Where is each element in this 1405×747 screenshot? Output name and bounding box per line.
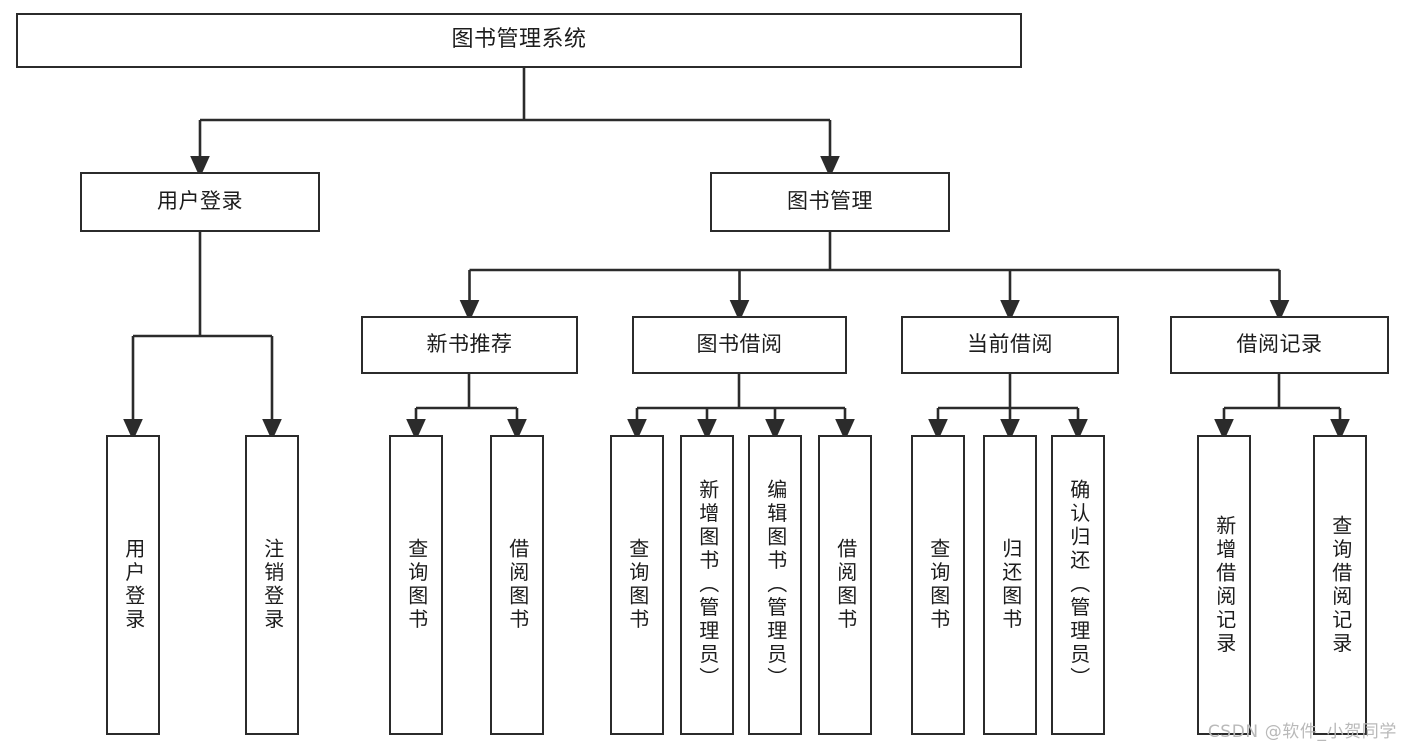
node-label: 注销登录 bbox=[260, 538, 285, 632]
node-leaf-query-book-3[interactable]: 查询图书 bbox=[911, 435, 965, 735]
node-leaf-return-book[interactable]: 归还图书 bbox=[983, 435, 1037, 735]
edges-group bbox=[123, 68, 1350, 441]
node-leaf-edit-book[interactable]: 编辑图书（管理员） bbox=[748, 435, 802, 735]
node-label: 查询借阅记录 bbox=[1328, 514, 1353, 656]
node-label: 用户登录 bbox=[157, 189, 243, 214]
node-leaf-query-record[interactable]: 查询借阅记录 bbox=[1313, 435, 1367, 735]
node-user-login[interactable]: 用户登录 bbox=[80, 172, 320, 232]
node-label: 新增图书（管理员） bbox=[695, 479, 720, 691]
node-label: 借阅图书 bbox=[505, 538, 530, 632]
node-label: 当前借阅 bbox=[967, 332, 1053, 357]
node-new-book-recommend[interactable]: 新书推荐 bbox=[361, 316, 578, 374]
node-label: 归还图书 bbox=[998, 538, 1023, 632]
node-label: 查询图书 bbox=[404, 538, 429, 632]
node-leaf-user-login[interactable]: 用户登录 bbox=[106, 435, 160, 735]
node-label: 用户登录 bbox=[121, 538, 146, 632]
node-label: 图书借阅 bbox=[696, 332, 783, 357]
node-label: 图书管理系统 bbox=[451, 27, 587, 53]
node-label: 借阅记录 bbox=[1236, 332, 1323, 357]
node-leaf-borrow-book-2[interactable]: 借阅图书 bbox=[818, 435, 872, 735]
node-leaf-add-book[interactable]: 新增图书（管理员） bbox=[680, 435, 734, 735]
node-book-manage[interactable]: 图书管理 bbox=[710, 172, 950, 232]
node-current-borrow[interactable]: 当前借阅 bbox=[901, 316, 1119, 374]
node-label: 借阅图书 bbox=[833, 538, 858, 632]
node-leaf-add-record[interactable]: 新增借阅记录 bbox=[1197, 435, 1251, 735]
node-label: 新增借阅记录 bbox=[1212, 514, 1237, 656]
node-root-system[interactable]: 图书管理系统 bbox=[16, 13, 1022, 68]
node-borrow-record[interactable]: 借阅记录 bbox=[1170, 316, 1389, 374]
node-label: 确认归还（管理员） bbox=[1066, 479, 1091, 691]
node-leaf-confirm-return[interactable]: 确认归还（管理员） bbox=[1051, 435, 1105, 735]
node-label: 图书管理 bbox=[787, 189, 873, 214]
node-label: 新书推荐 bbox=[426, 332, 513, 357]
node-leaf-borrow-book-1[interactable]: 借阅图书 bbox=[490, 435, 544, 735]
node-label: 查询图书 bbox=[625, 538, 650, 632]
node-leaf-query-book-2[interactable]: 查询图书 bbox=[610, 435, 664, 735]
node-leaf-query-book-1[interactable]: 查询图书 bbox=[389, 435, 443, 735]
node-book-borrow[interactable]: 图书借阅 bbox=[632, 316, 847, 374]
node-leaf-logout-login[interactable]: 注销登录 bbox=[245, 435, 299, 735]
node-label: 查询图书 bbox=[926, 538, 951, 632]
csdn-watermark: CSDN @软件_小贺同学 bbox=[1207, 722, 1397, 742]
node-label: 编辑图书（管理员） bbox=[763, 479, 788, 691]
